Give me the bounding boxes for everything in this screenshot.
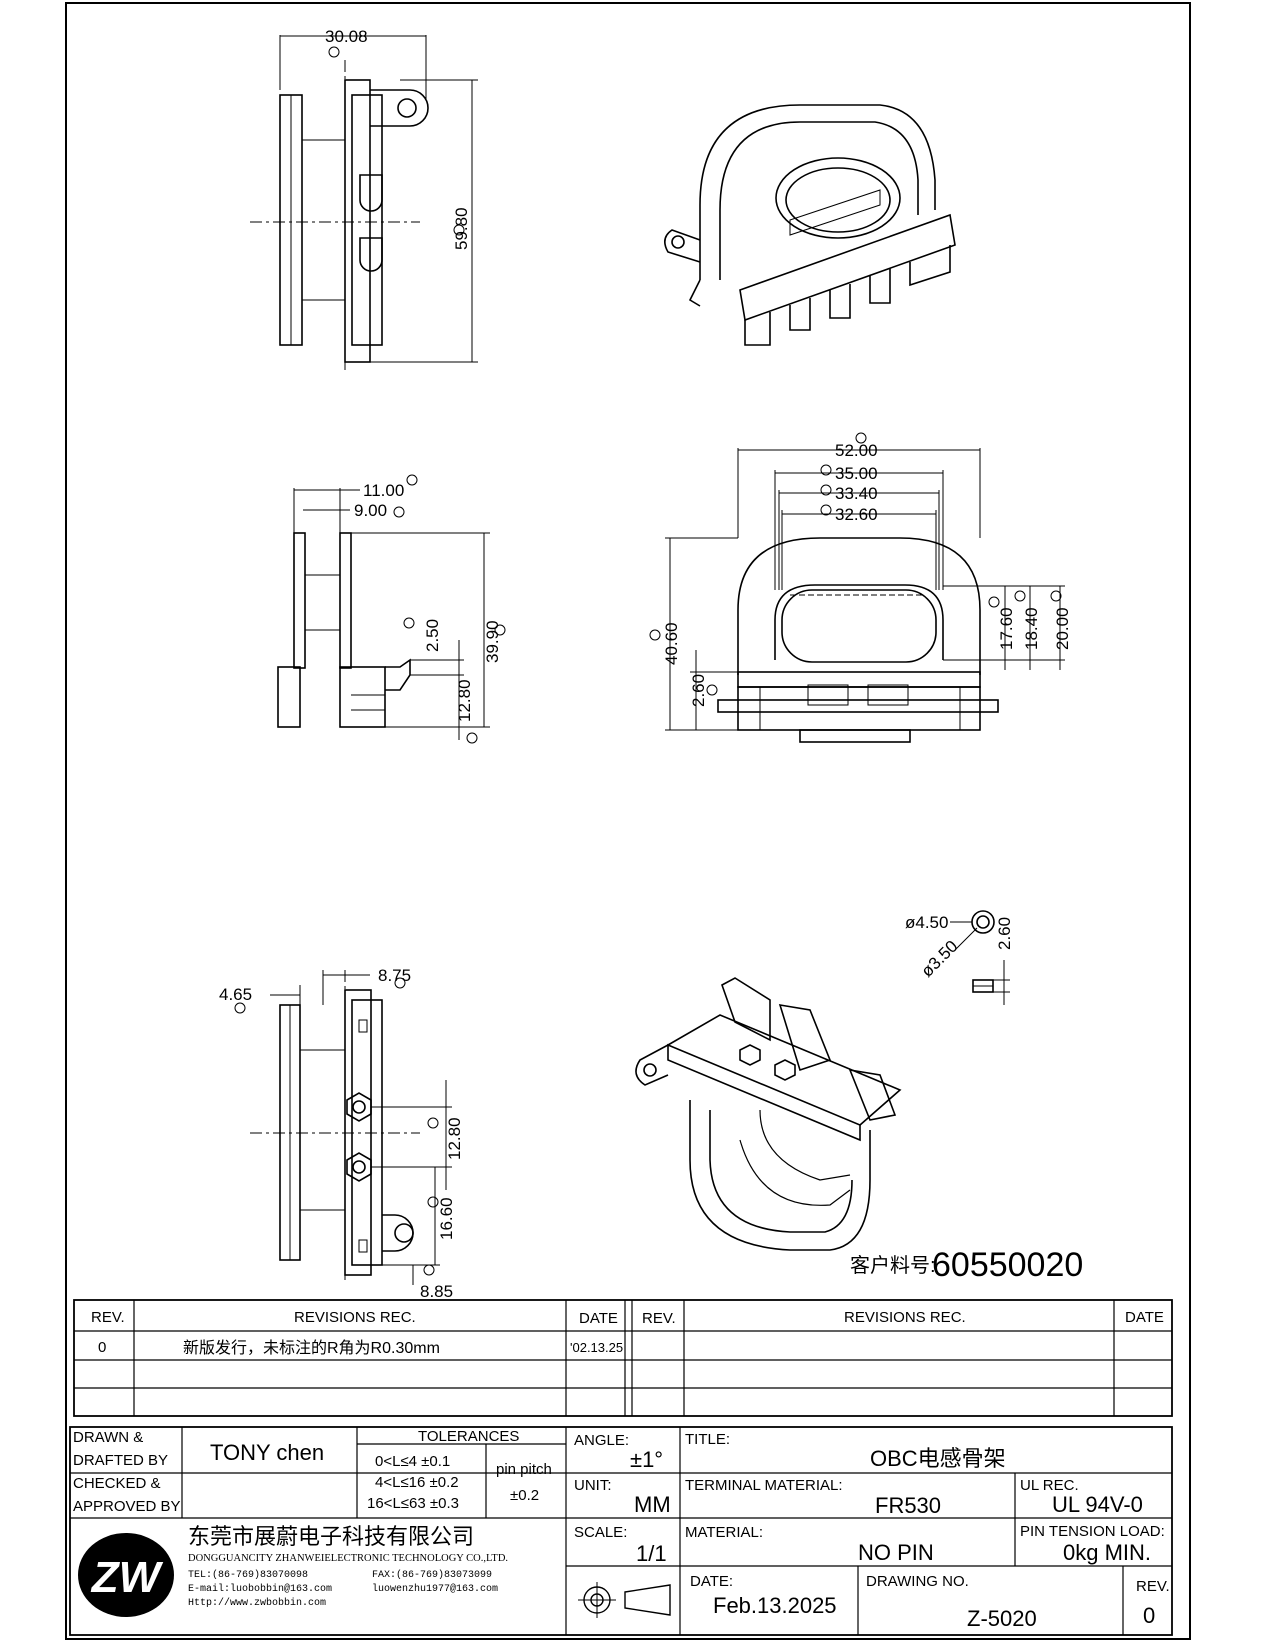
unit-value: MM	[634, 1492, 671, 1517]
dim-33-40: 33.40	[835, 484, 878, 503]
title-value: OBC电感骨架	[870, 1446, 1006, 1471]
drawing-no-value: Z-5020	[967, 1606, 1037, 1631]
dim-4-65: 4.65	[219, 985, 252, 1004]
side-view-mid	[277, 474, 506, 744]
dim-32-60: 32.60	[835, 505, 878, 524]
terminal-value: FR530	[875, 1493, 941, 1518]
angle-label: ANGLE:	[574, 1432, 629, 1449]
pin-pitch-value: ±0.2	[510, 1487, 539, 1504]
dim-17-60: 17.60	[997, 607, 1016, 650]
dim-35-00: 35.00	[835, 464, 878, 483]
checked-label: CHECKED &	[73, 1475, 161, 1492]
pin-tension-value: 0kg MIN.	[1063, 1540, 1151, 1565]
iso-view-bottom	[635, 977, 902, 1251]
dim-2-60-front: 2.60	[689, 674, 708, 707]
company-tel: TEL:(86-769)83070098	[188, 1569, 308, 1581]
material-value: NO PIN	[858, 1540, 934, 1565]
pin-detail	[950, 910, 1010, 1005]
rev-row-0-text: 新版发行，未标注的R角为R0.30mm	[183, 1339, 440, 1357]
dim-9-00: 9.00	[354, 501, 387, 520]
terminal-label: TERMINAL MATERIAL:	[685, 1477, 843, 1494]
rev-label-title: REV.	[1136, 1578, 1170, 1595]
rev-header-date-right: DATE	[1125, 1309, 1164, 1326]
projection-symbol-icon	[578, 1582, 671, 1618]
material-label: MATERIAL:	[685, 1524, 763, 1541]
company-name-en: DONGGUANCITY ZHANWEIELECTRONIC TECHNOLOG…	[188, 1553, 508, 1564]
iso-view-top	[664, 104, 956, 346]
dim-12-80-bottom: 12.80	[445, 1117, 464, 1160]
angle-value: ±1°	[630, 1447, 663, 1472]
pin-pitch-label: pin pitch	[496, 1461, 552, 1478]
company-name-cn: 东莞市展蔚电子科技有限公司	[188, 1524, 474, 1549]
rev-header-rev-right: REV.	[642, 1310, 676, 1327]
dim-12-80: 12.80	[455, 679, 474, 722]
dim-8-75: 8.75	[378, 966, 411, 985]
svg-text:ZW: ZW	[90, 1553, 164, 1602]
revision-table	[73, 1299, 1173, 1417]
drafted-label: DRAFTED BY	[73, 1452, 168, 1469]
dim-11-00: 11.00	[363, 481, 404, 500]
title-label: TITLE:	[685, 1431, 730, 1448]
company-fax: FAX:(86-769)83073099	[372, 1569, 492, 1581]
rev-header-rec-left: REVISIONS REC.	[294, 1309, 416, 1326]
dim-39-90: 39.90	[483, 620, 502, 663]
dim-52-00: 52.00	[835, 441, 878, 460]
dim-pin-4-50: ø4.50	[905, 913, 948, 932]
company-web: Http://www.zwbobbin.com	[188, 1597, 326, 1609]
front-view	[649, 432, 1065, 743]
rev-row-0-rev: 0	[98, 1339, 106, 1356]
dim-20-00: 20.00	[1053, 607, 1072, 650]
scale-value: 1/1	[636, 1541, 667, 1566]
rev-header-date-left: DATE	[579, 1310, 618, 1327]
company-logo: ZW	[78, 1533, 174, 1617]
dim-18-40: 18.40	[1022, 607, 1041, 650]
rev-header-rec-right: REVISIONS REC.	[844, 1309, 966, 1326]
drawn-by-name: TONY chen	[210, 1440, 324, 1465]
dim-2-50: 2.50	[423, 619, 442, 652]
side-view-bottom	[234, 970, 452, 1285]
drawn-label: DRAWN &	[73, 1429, 143, 1446]
ul-value: UL 94V-0	[1052, 1492, 1143, 1517]
date-value: Feb.13.2025	[713, 1593, 837, 1618]
customer-part-value: 60550020	[932, 1246, 1083, 1284]
dim-59-80: 59.80	[452, 207, 471, 250]
tolerance-row-3: 16<L≤63 ±0.3	[367, 1495, 459, 1512]
tolerances-label: TOLERANCES	[418, 1428, 519, 1445]
company-email: E-mail:luobobbin@163.com	[188, 1583, 332, 1595]
rev-value-title: 0	[1143, 1603, 1155, 1628]
rev-row-0-date: '02.13.25	[570, 1340, 623, 1355]
approved-label: APPROVED BY	[73, 1498, 181, 1515]
dim-40-60: 40.60	[662, 622, 681, 665]
dim-16-60: 16.60	[437, 1197, 456, 1240]
dim-pin-3-50: ø3.50	[917, 937, 961, 981]
dim-30-08: 30.08	[325, 27, 368, 46]
tolerance-row-2: 4<L≤16 ±0.2	[375, 1474, 459, 1491]
company-email-2: luowenzhu1977@163.com	[372, 1583, 498, 1595]
drawing-no-label: DRAWING NO.	[866, 1573, 969, 1590]
ul-label: UL REC.	[1020, 1477, 1079, 1494]
unit-label: UNIT:	[574, 1477, 612, 1494]
rev-header-rev-left: REV.	[91, 1309, 125, 1326]
dim-pin-2-60: 2.60	[995, 917, 1014, 950]
tolerance-row-1: 0<L≤4 ±0.1	[375, 1453, 450, 1470]
dim-8-85: 8.85	[420, 1282, 453, 1301]
customer-part-label: 客户料号:	[850, 1254, 936, 1277]
date-label: DATE:	[690, 1573, 733, 1590]
sheet-border	[65, 2, 1191, 1640]
title-block-grid	[69, 1426, 1173, 1636]
pin-tension-label: PIN TENSION LOAD:	[1020, 1523, 1165, 1540]
scale-label: SCALE:	[574, 1524, 627, 1541]
side-view-top	[250, 35, 478, 370]
